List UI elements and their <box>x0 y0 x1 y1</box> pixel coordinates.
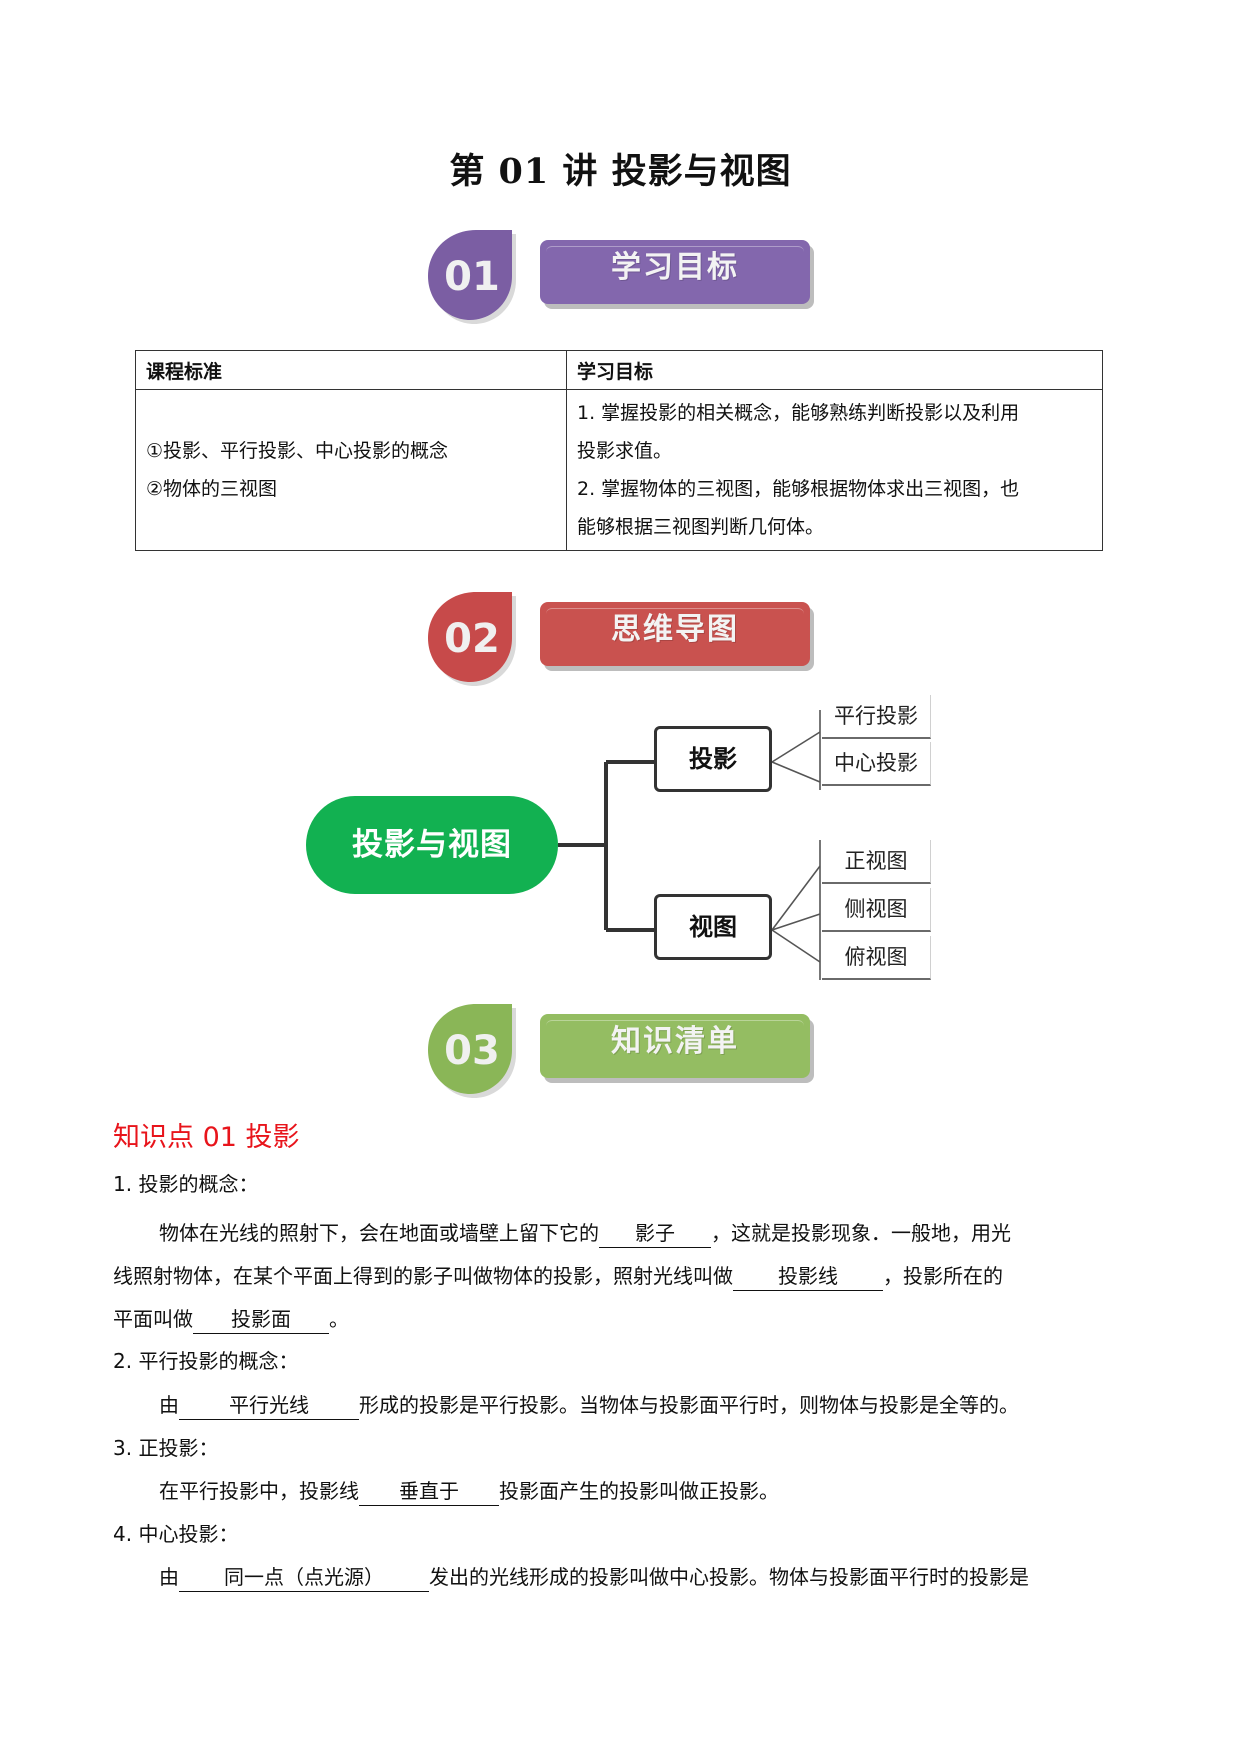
section-number: 02 <box>444 616 500 662</box>
knowledge-point-title: 知识点 01 投影 <box>113 1122 300 1153</box>
mindmap-leaf: 平行投影 <box>822 695 931 739</box>
section-number: 03 <box>444 1028 500 1074</box>
mindmap-leaf: 侧视图 <box>822 888 931 932</box>
page-title: 第 01 讲 投影与视图 <box>449 151 792 192</box>
section-label: 思维导图 <box>611 612 739 647</box>
standard-item: ①投影、平行投影、中心投影的概念 <box>146 440 449 462</box>
text: 线照射物体，在某个平面上得到的影子叫做物体的投影，照射光线叫做 <box>113 1264 733 1288</box>
answer-blank: 同一点（点光源） <box>179 1563 429 1592</box>
mindmap-leaf: 中心投影 <box>822 742 931 786</box>
mindmap-connectors <box>558 710 821 980</box>
text: 发出的光线形成的投影叫做中心投影。物体与投影面平行时的投影是 <box>429 1565 1029 1589</box>
goal-line: 投影求值。 <box>577 440 673 462</box>
text: ，这就是投影现象．一般地，用光 <box>711 1221 1011 1245</box>
text: 平面叫做 <box>113 1307 193 1331</box>
item-heading: 2. 平行投影的概念： <box>113 1349 299 1373</box>
text: 物体在光线的照射下，会在地面或墙壁上留下它的 <box>159 1221 599 1245</box>
table-header: 学习目标 <box>566 350 1103 390</box>
paragraph-line: 由平行光线形成的投影是平行投影。当物体与投影面平行时，则物体与投影是全等的。 <box>159 1384 1129 1426</box>
section-banner-02: 02 思维导图 <box>420 586 820 686</box>
paragraph-line: 在平行投影中，投影线垂直于投影面产生的投影叫做正投影。 <box>159 1470 1129 1512</box>
mindmap-branch-projection: 投影 <box>654 726 772 792</box>
text: 投影面产生的投影叫做正投影。 <box>499 1479 779 1503</box>
paragraph-line: 线照射物体，在某个平面上得到的影子叫做物体的投影，照射光线叫做投影线，投影所在的 <box>113 1255 1128 1297</box>
item-heading: 4. 中心投影： <box>113 1522 239 1546</box>
table-cell-goals: 1. 掌握投影的相关概念，能够熟练判断投影以及利用 投影求值。 2. 掌握物体的… <box>566 389 1103 551</box>
section-label-bar: 思维导图 <box>540 602 810 666</box>
answer-blank: 垂直于 <box>359 1477 499 1506</box>
section-number-badge: 03 <box>428 1004 516 1098</box>
section-label-bar: 知识清单 <box>540 1014 810 1078</box>
section-label: 学习目标 <box>611 250 739 285</box>
item-heading: 1. 投影的概念： <box>113 1172 259 1196</box>
section-label-bar: 学习目标 <box>540 240 810 304</box>
section-number-badge: 01 <box>428 230 516 324</box>
paragraph-line: 平面叫做投影面。 <box>113 1298 1128 1340</box>
text: ，投影所在的 <box>883 1264 1003 1288</box>
mindmap-branch-views: 视图 <box>654 894 772 960</box>
table-header: 课程标准 <box>135 350 567 390</box>
answer-blank: 投影线 <box>733 1262 883 1291</box>
item-heading: 3. 正投影： <box>113 1436 219 1460</box>
answer-blank: 影子 <box>599 1219 711 1248</box>
standard-item: ②物体的三视图 <box>146 478 278 500</box>
section-label: 知识清单 <box>611 1024 739 1059</box>
section-banner-01: 01 学习目标 <box>420 224 820 324</box>
text: 形成的投影是平行投影。当物体与投影面平行时，则物体与投影是全等的。 <box>359 1393 1019 1417</box>
answer-blank: 平行光线 <box>179 1391 359 1420</box>
course-standard-table: 课程标准 学习目标 ①投影、平行投影、中心投影的概念 ②物体的三视图 1. 掌握… <box>135 350 1103 551</box>
table-cell-standards: ①投影、平行投影、中心投影的概念 ②物体的三视图 <box>135 389 567 551</box>
section-number-badge: 02 <box>428 592 516 686</box>
paragraph-line: 物体在光线的照射下，会在地面或墙壁上留下它的影子，这就是投影现象．一般地，用光 <box>159 1212 1129 1254</box>
section-banner-03: 03 知识清单 <box>420 998 820 1098</box>
text: 。 <box>329 1307 349 1331</box>
text: 由 <box>159 1393 179 1417</box>
text: 在平行投影中，投影线 <box>159 1479 359 1503</box>
text: 由 <box>159 1565 179 1589</box>
goal-line: 2. 掌握物体的三视图，能够根据物体求出三视图，也 <box>577 478 1020 500</box>
section-number: 01 <box>444 254 500 300</box>
goal-line: 1. 掌握投影的相关概念，能够熟练判断投影以及利用 <box>577 402 1020 424</box>
mindmap-leaf: 正视图 <box>822 840 931 884</box>
answer-blank: 投影面 <box>193 1305 329 1334</box>
mindmap-root: 投影与视图 <box>306 796 558 894</box>
goal-line: 能够根据三视图判断几何体。 <box>577 516 825 538</box>
mindmap-leaf: 俯视图 <box>822 936 931 980</box>
paragraph-line: 由同一点（点光源）发出的光线形成的投影叫做中心投影。物体与投影面平行时的投影是 <box>159 1556 1129 1598</box>
